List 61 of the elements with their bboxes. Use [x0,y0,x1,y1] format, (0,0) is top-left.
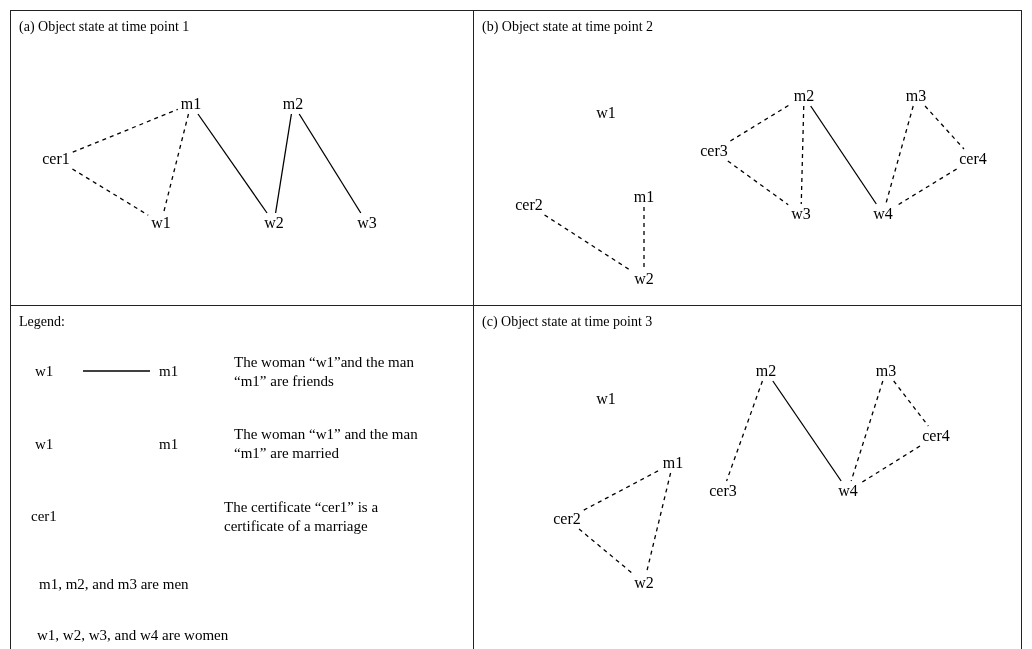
node-label: w1 [595,391,617,407]
sample-text: m1 [159,436,179,452]
dashed-connector [162,113,190,214]
node-label: w3 [790,206,812,222]
note-text: w1, w2, w3, and w4 are women [37,627,229,643]
dashed-connector [643,206,645,270]
node-label: cer4 [958,151,988,167]
dashed-connector [727,160,789,206]
node-label: m1 [661,455,685,471]
connector [810,105,877,205]
dashed-connector [850,380,884,482]
node-label: w2 [633,271,655,287]
node-label: cer3 [699,143,729,159]
sample-text: w1 [35,436,54,452]
node-label: w4 [872,206,894,222]
panel-title: (b) Object state at time point 2 [482,18,654,36]
node-label: w2 [633,575,655,591]
node-label: w2 [263,215,285,231]
node-label: m2 [754,363,778,379]
node-label: m1 [632,189,656,205]
node-label: w1 [595,105,617,121]
connector [197,113,268,214]
connector [772,380,842,482]
dashed-connector [578,528,633,574]
node-label: w3 [356,215,378,231]
node-label: m2 [281,96,305,112]
panel [473,10,1022,306]
dashed-connector [72,108,179,153]
panel-title: (a) Object state at time point 1 [19,18,190,36]
dashed-connector [800,105,805,205]
panel-title: Legend: [19,313,65,331]
dashed-connector [71,168,149,216]
panel [10,10,474,306]
panel-title: (c) Object state at time point 3 [482,313,653,331]
dashed-connector [924,105,965,150]
legend-description: The woman “w1”and the man “m1” are friends [234,353,415,391]
node-label: cer2 [514,197,544,213]
dashed-connector [583,469,661,511]
dashed-connector [885,105,914,205]
note-text: m1, m2, and m3 are men [39,576,189,592]
sample-text: m1 [159,363,179,379]
dashed-connector [860,445,921,484]
dashed-connector [725,380,764,482]
sample-text: w1 [35,363,54,379]
connector [274,113,293,214]
node-label: cer1 [41,151,71,167]
node-label: w1 [150,215,172,231]
node-label: m3 [874,363,898,379]
node-label: m3 [904,88,928,104]
legend-description: The woman “w1” and the man “m1” are married [234,425,419,463]
connector [298,113,362,214]
node-label: cer2 [552,511,582,527]
node-label: m2 [792,88,816,104]
node-label: cer4 [921,428,951,444]
node-label: w4 [837,483,859,499]
sample-text: cer1 [31,508,57,524]
legend-description: The certificate “cer1” is a certificate of a marriage [224,498,380,536]
node-label: m1 [179,96,203,112]
dashed-connector [893,380,929,427]
dashed-connector [543,214,632,272]
node-label: cer3 [708,483,738,499]
